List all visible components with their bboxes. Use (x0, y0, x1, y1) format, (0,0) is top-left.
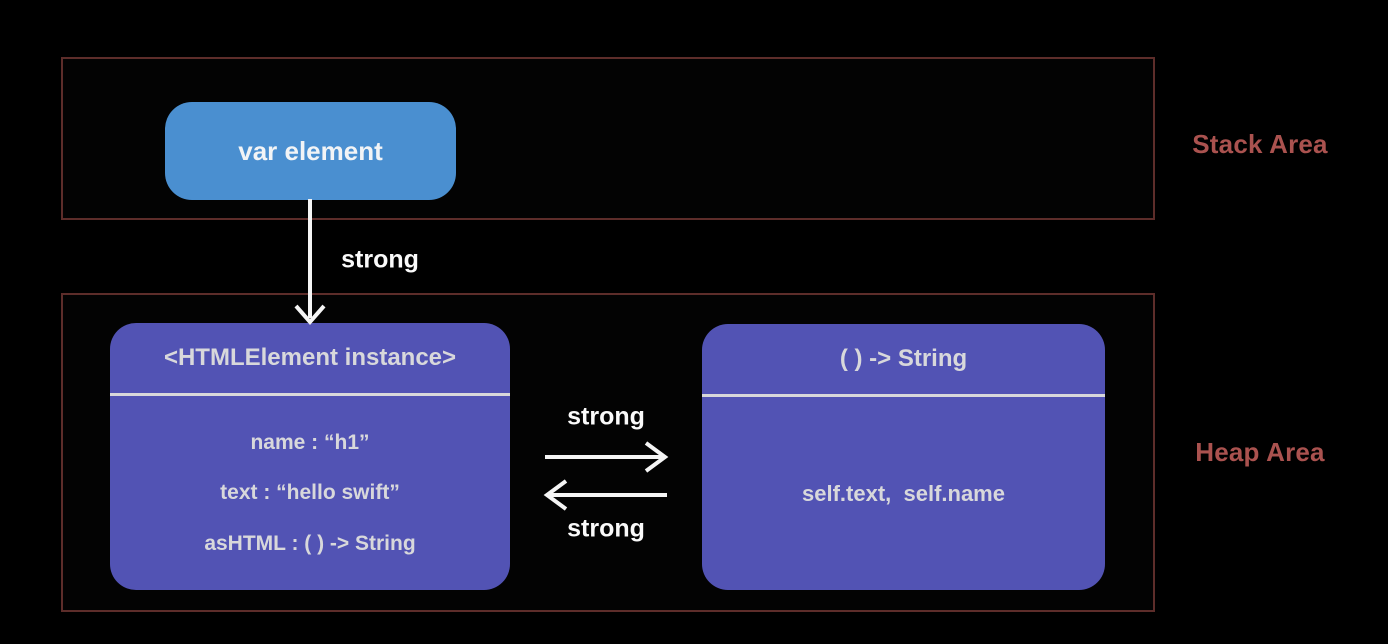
heap-area-label: Heap Area (1195, 437, 1325, 467)
stack-area-label: Stack Area (1192, 129, 1328, 159)
closure-box-title: ( ) -> String (839, 345, 968, 372)
var-element-label: var element (238, 135, 383, 166)
instance-field-name: name : “h1” (250, 430, 370, 454)
instance-box-title: <HTMLElement instance> (163, 344, 457, 371)
closure-box: ( ) -> String self.text, self.name (702, 324, 1105, 590)
instance-field-text: text : “hello swift” (220, 481, 400, 504)
instance-box-divider (110, 393, 510, 396)
strong-label-var-to-instance: strong (341, 245, 419, 274)
strong-label-instance-to-closure: strong (567, 402, 645, 431)
closure-box-body: self.text, self.name (702, 397, 1105, 590)
instance-field-ashtml: asHTML : ( ) -> String (204, 531, 416, 555)
closure-box-divider (702, 394, 1105, 397)
html-element-instance-box: <HTMLElement instance> name : “h1” text … (110, 323, 510, 590)
instance-box-body: name : “h1” text : “hello swift” asHTML … (110, 396, 510, 590)
var-element-box: var element (165, 102, 456, 200)
strong-label-closure-to-instance: strong (567, 514, 645, 543)
closure-captured-values: self.text, self.name (802, 480, 1005, 506)
